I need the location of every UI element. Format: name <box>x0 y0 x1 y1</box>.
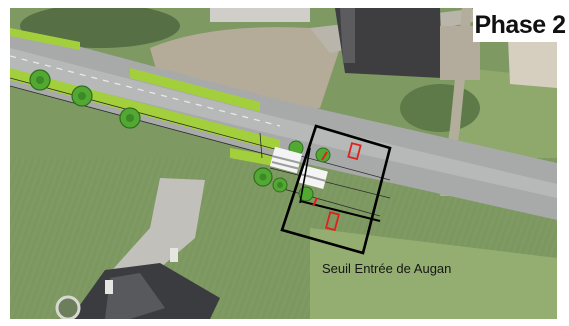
building-roof-farm <box>335 8 442 78</box>
road-center-line <box>10 55 281 127</box>
car <box>105 280 113 294</box>
aerial-map[interactable] <box>10 8 557 319</box>
tree-icon <box>119 107 141 129</box>
yard <box>440 26 480 80</box>
red-marker <box>312 197 318 207</box>
car <box>170 248 178 262</box>
tree-icon <box>29 69 51 91</box>
phase-label: Phase 2 <box>473 8 567 42</box>
road-edge <box>259 132 263 159</box>
tree-cluster-top <box>20 8 180 48</box>
field-top-right <box>450 68 557 158</box>
crosswalk-icon <box>269 146 303 174</box>
road-edge <box>279 187 381 217</box>
round-feature <box>55 295 81 319</box>
field-bottom-right <box>310 228 557 319</box>
building-roof-light <box>508 38 557 88</box>
green-strip-upper <box>130 68 260 112</box>
tree-cluster-right <box>400 84 480 132</box>
parking-marker-icon[interactable] <box>324 211 341 232</box>
tree-icon <box>71 85 93 107</box>
threshold-divider <box>299 147 311 204</box>
building-roof-wing <box>105 273 165 319</box>
road-edge <box>269 167 391 199</box>
tree-icon <box>315 147 331 163</box>
tree-icon <box>272 177 288 193</box>
green-strip-top <box>10 28 80 50</box>
building-top-center <box>210 8 310 22</box>
road-lane <box>10 48 557 198</box>
aerial-photo <box>10 8 557 319</box>
road-edge <box>10 85 281 159</box>
map-caption: Seuil Entrée de Augan <box>322 261 452 276</box>
tree-icon <box>253 167 273 187</box>
building-wing <box>340 8 355 63</box>
parking-marker-icon[interactable] <box>347 142 362 161</box>
red-marker <box>321 151 328 161</box>
threshold-outline[interactable] <box>280 124 392 255</box>
